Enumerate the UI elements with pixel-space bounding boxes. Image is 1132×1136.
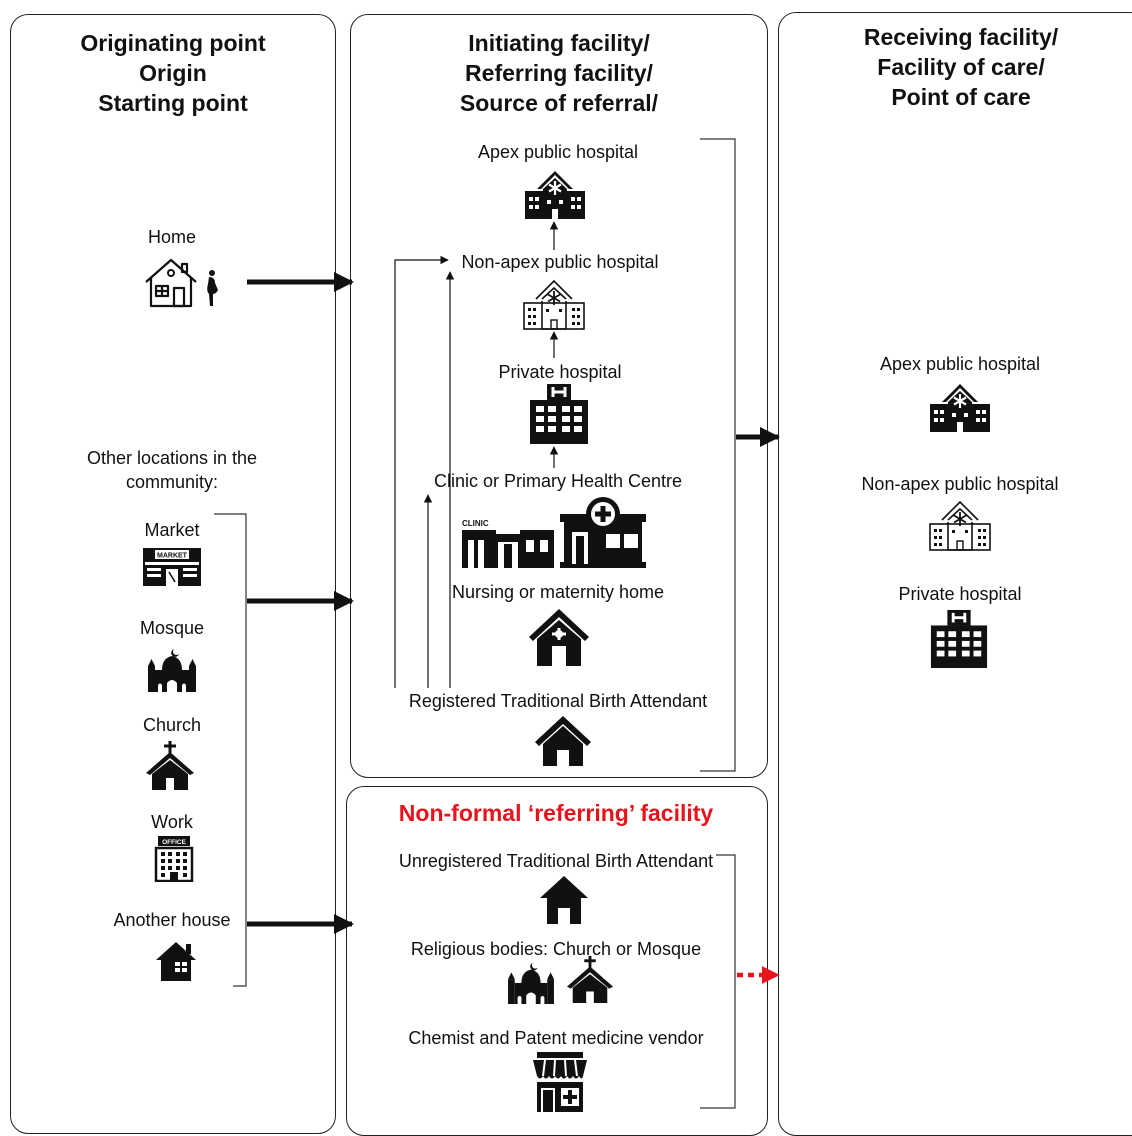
svg-text:CLINIC: CLINIC <box>462 519 489 528</box>
receiving-facility-panel <box>778 12 1132 1136</box>
originating-point-heading: Originating point Origin Starting point <box>80 30 266 116</box>
primary-health-centre-icon <box>558 494 648 568</box>
receiving-apex-hospital-label: Apex public hospital <box>879 354 1041 374</box>
initiating-nursing-home-label: Nursing or maternity home <box>451 582 665 602</box>
home-with-woman-icon <box>142 256 222 308</box>
community-label: Other locations in the community: <box>86 448 258 492</box>
receiving-facility-heading: Receiving facility/ Facility of care/ Po… <box>863 24 1059 110</box>
receiving-private-hospital-icon <box>929 608 989 670</box>
church-icon <box>144 740 196 790</box>
office-icon: OFFICE <box>152 834 196 882</box>
religious-mosque-icon <box>505 960 557 1004</box>
another-house-icon <box>153 940 199 982</box>
receiving-apex-hospital-icon <box>928 378 992 432</box>
non-formal-facility-heading: Non-formal ‘referring’ facility <box>398 800 714 826</box>
market-icon: MARKET <box>141 546 203 586</box>
utba-house-icon <box>539 874 589 924</box>
receiving-nonapex-hospital-label: Non-apex public hospital <box>861 474 1059 494</box>
mosque-icon <box>146 646 198 692</box>
church-label: Church <box>142 715 202 735</box>
non-formal-utba-label: Unregistered Traditional Birth Attendant <box>398 851 714 871</box>
mosque-label: Mosque <box>139 618 205 638</box>
receiving-private-hospital-label: Private hospital <box>898 584 1022 604</box>
initiating-clinic-label: Clinic or Primary Health Centre <box>433 471 683 491</box>
initiating-apex-hospital-label: Apex public hospital <box>477 142 639 162</box>
apex-hospital-icon <box>523 165 587 219</box>
nonapex-hospital-icon <box>522 275 586 331</box>
religious-church-icon <box>565 955 615 1003</box>
svg-text:OFFICE: OFFICE <box>162 839 186 846</box>
svg-text:MARKET: MARKET <box>157 553 188 560</box>
another-house-label: Another house <box>113 910 231 930</box>
clinic-icon: CLINIC <box>460 516 556 568</box>
market-label: Market <box>144 520 200 540</box>
initiating-facility-heading: Initiating facility/ Referring facility/… <box>459 30 659 116</box>
rtba-house-icon <box>534 714 592 766</box>
work-label: Work <box>151 812 193 832</box>
initiating-nonapex-hospital-label: Non-apex public hospital <box>461 252 659 272</box>
receiving-nonapex-hospital-icon <box>928 496 992 552</box>
non-formal-religious-label: Religious bodies: Church or Mosque <box>410 939 702 959</box>
nursing-home-icon <box>528 606 590 666</box>
home-label: Home <box>147 227 196 247</box>
private-hospital-icon <box>528 384 590 444</box>
initiating-private-hospital-label: Private hospital <box>498 362 622 382</box>
initiating-rtba-label: Registered Traditional Birth Attendant <box>408 691 708 711</box>
chemist-shop-icon <box>531 1052 589 1112</box>
non-formal-chemist-label: Chemist and Patent medicine vendor <box>408 1028 704 1048</box>
